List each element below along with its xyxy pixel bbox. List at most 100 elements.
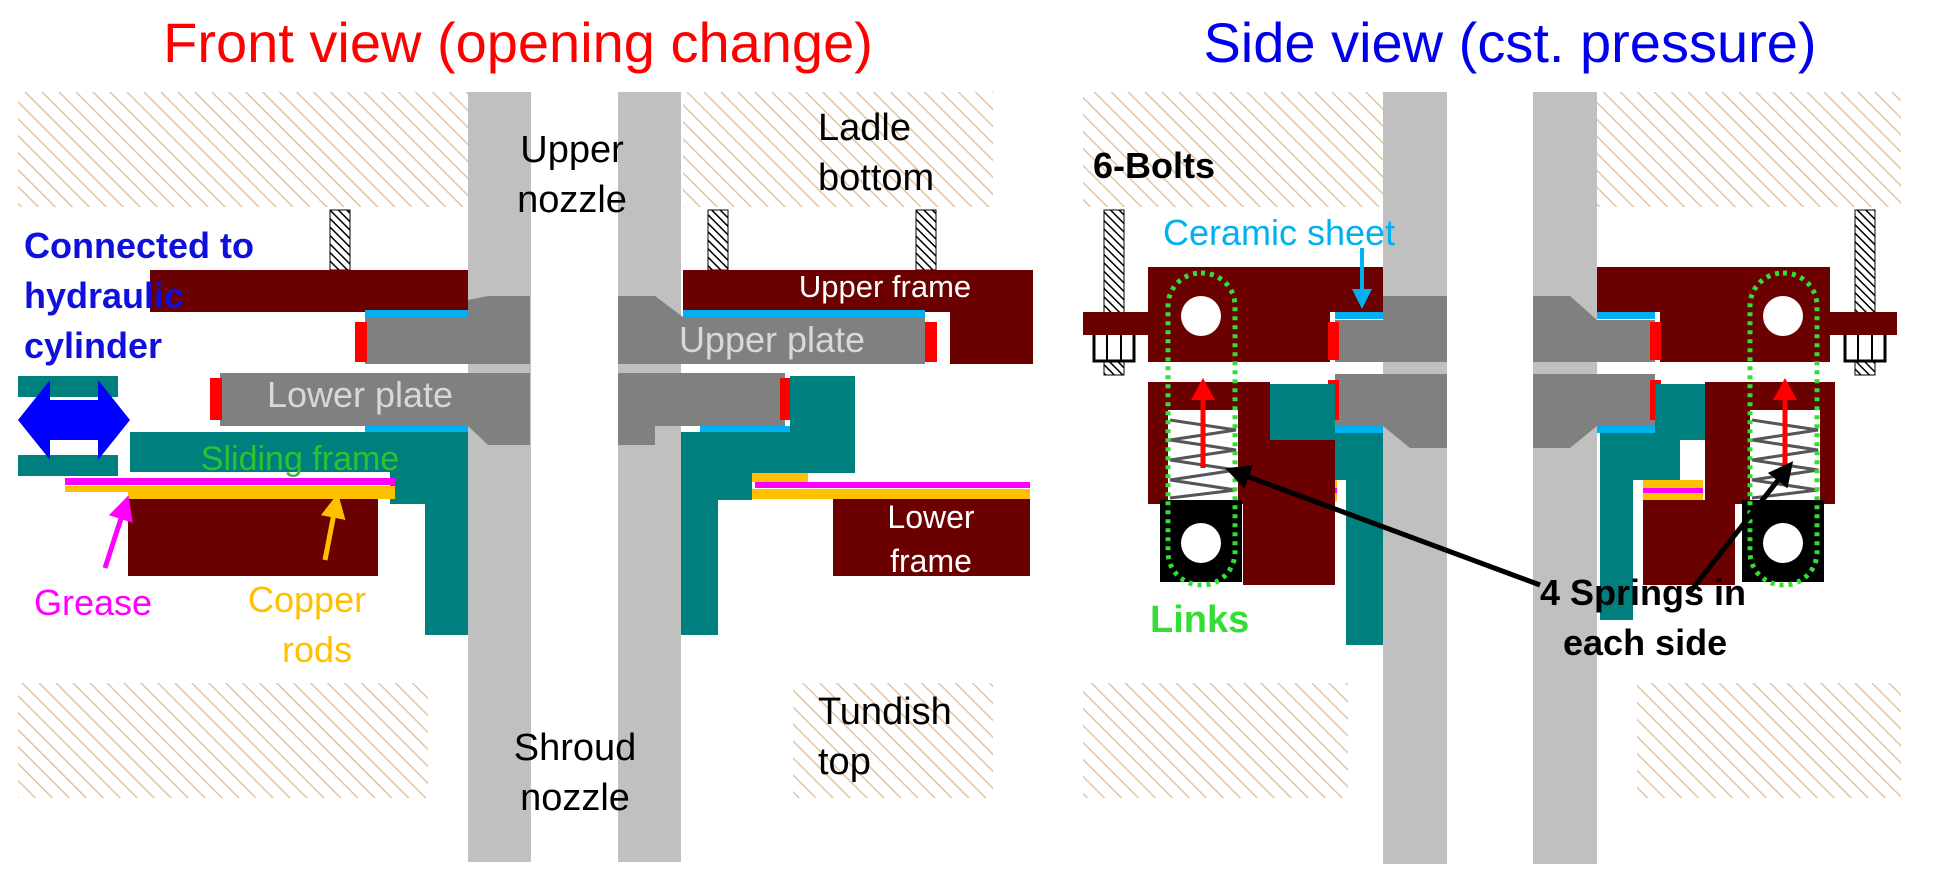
copper-rods-label: rods — [282, 629, 352, 670]
lower-frame-right-drop — [1643, 500, 1735, 585]
tundish-refractory-left — [18, 683, 428, 798]
lower-frame-right — [833, 499, 1030, 576]
lower-frame-label: frame — [890, 543, 972, 579]
lower-frame-label: Lower — [887, 499, 975, 535]
force-arrow-icon — [1773, 378, 1797, 400]
copper-layer — [65, 486, 395, 492]
shroud-nozzle-label: nozzle — [520, 777, 630, 819]
ceramic-sheet — [365, 426, 468, 433]
connected-label: cylinder — [24, 325, 162, 366]
copper-layer — [1643, 493, 1703, 501]
bolt-icon — [329, 209, 351, 271]
connected-label: hydraulic — [24, 275, 184, 316]
lower-frame-left — [128, 499, 378, 576]
tundish-top-label: Tundish — [818, 691, 952, 733]
link-outline — [1165, 270, 1238, 588]
grease-layer — [1643, 488, 1703, 493]
upper-frame-right-drop — [950, 312, 1033, 364]
upper-plate-left — [1335, 296, 1447, 362]
force-arrow-icon — [1191, 378, 1215, 400]
copper-arrow-icon — [320, 493, 346, 561]
connected-label: Connected to — [24, 225, 254, 266]
pin-icon — [1181, 296, 1221, 336]
copper-layer — [128, 492, 395, 499]
ladle-refractory-left — [1083, 92, 1383, 207]
upper-frame-right — [683, 270, 1033, 312]
upper-nozzle-label: nozzle — [517, 179, 627, 221]
ceramic-sheet — [683, 310, 925, 317]
ladle-refractory-right — [1596, 92, 1901, 207]
upper-plate-left — [365, 296, 530, 364]
nut-icon — [1092, 331, 1136, 363]
springs-arrow-icon — [1225, 465, 1541, 588]
springs-arrow-icon — [1688, 461, 1794, 594]
tundish-refractory-right — [1637, 683, 1901, 798]
grease-layer — [755, 482, 1030, 488]
ceramic-sheet — [1597, 426, 1655, 433]
upper-frame-left — [150, 270, 468, 312]
ladle-bottom-label: bottom — [818, 157, 934, 199]
copper-layer — [1643, 480, 1703, 488]
ceramic-sheet — [1335, 426, 1383, 433]
upper-plate-right — [1533, 296, 1655, 362]
upper-plate-right — [618, 296, 925, 364]
upper-plate-label: Upper plate — [679, 319, 865, 360]
copper-layer — [752, 473, 808, 482]
grease-label: Grease — [34, 582, 152, 623]
ladle-refractory-left — [18, 92, 468, 207]
upper-frame-label: Upper frame — [799, 269, 971, 304]
side-view: 6-Bolts Ceramic sheet Links 4 Springs in… — [1083, 92, 1901, 864]
sliding-frame-right — [1600, 384, 1705, 620]
nozzle-right-wall — [618, 92, 681, 862]
lower-plate-left — [1335, 374, 1447, 448]
pin-icon — [1763, 523, 1803, 563]
ceramic-sheet — [700, 426, 795, 433]
front-view-title: Front view (opening change) — [163, 11, 873, 74]
bolt-icon — [915, 209, 937, 271]
seal-red — [1650, 322, 1661, 360]
ceramic-sheet — [365, 310, 468, 317]
pin-icon — [1763, 296, 1803, 336]
springs-label: 4 Springs in — [1540, 572, 1746, 613]
grease-layer — [65, 478, 395, 485]
bolts-label: 6-Bolts — [1093, 145, 1215, 186]
shroud-nozzle-label: Shroud — [514, 727, 637, 769]
seal-red — [355, 322, 367, 362]
link-outline — [1747, 270, 1820, 588]
lower-plate-right — [1533, 374, 1655, 448]
ladle-bottom-label: Ladle — [818, 107, 911, 149]
tundish-top-label: top — [818, 741, 871, 783]
grease-arrow-icon — [102, 495, 133, 569]
lower-frame-left-drop — [1243, 440, 1335, 585]
upper-nozzle-label: Upper — [520, 129, 624, 171]
seal-red — [925, 322, 937, 362]
sliding-frame-left — [1270, 384, 1383, 645]
upper-frame-right — [1597, 267, 1897, 362]
ceramic-sheet-label: Ceramic sheet — [1163, 212, 1395, 253]
upper-frame-left — [1083, 267, 1383, 362]
nozzle-right-wall — [1533, 92, 1597, 864]
front-view: Upper plate Lower plate Sliding frame Lo… — [18, 92, 1033, 862]
sliding-frame-label: Sliding frame — [201, 440, 399, 478]
side-view-title: Side view (cst. pressure) — [1203, 11, 1816, 74]
ceramic-sheet — [1335, 312, 1383, 319]
lower-plate-label: Lower plate — [267, 374, 453, 415]
tundish-refractory-right — [793, 683, 993, 798]
tundish-refractory-left — [1083, 683, 1348, 798]
springs-label: each side — [1563, 622, 1727, 663]
seal-red — [210, 378, 222, 420]
copper-rods-label: Copper — [248, 579, 366, 620]
ladle-refractory-right — [683, 92, 993, 207]
ceramic-sheet — [1597, 312, 1655, 319]
pin-icon — [1181, 523, 1221, 563]
sliding-frame — [130, 432, 468, 635]
nozzle-left-wall — [1383, 92, 1447, 864]
links-label: Links — [1150, 599, 1249, 641]
double-arrow-icon — [18, 380, 130, 460]
nut-icon — [1843, 331, 1887, 363]
bolt-icon — [707, 209, 729, 271]
nozzle-left-wall — [468, 92, 531, 862]
seal-red — [1328, 322, 1339, 360]
copper-layer — [752, 489, 1030, 499]
